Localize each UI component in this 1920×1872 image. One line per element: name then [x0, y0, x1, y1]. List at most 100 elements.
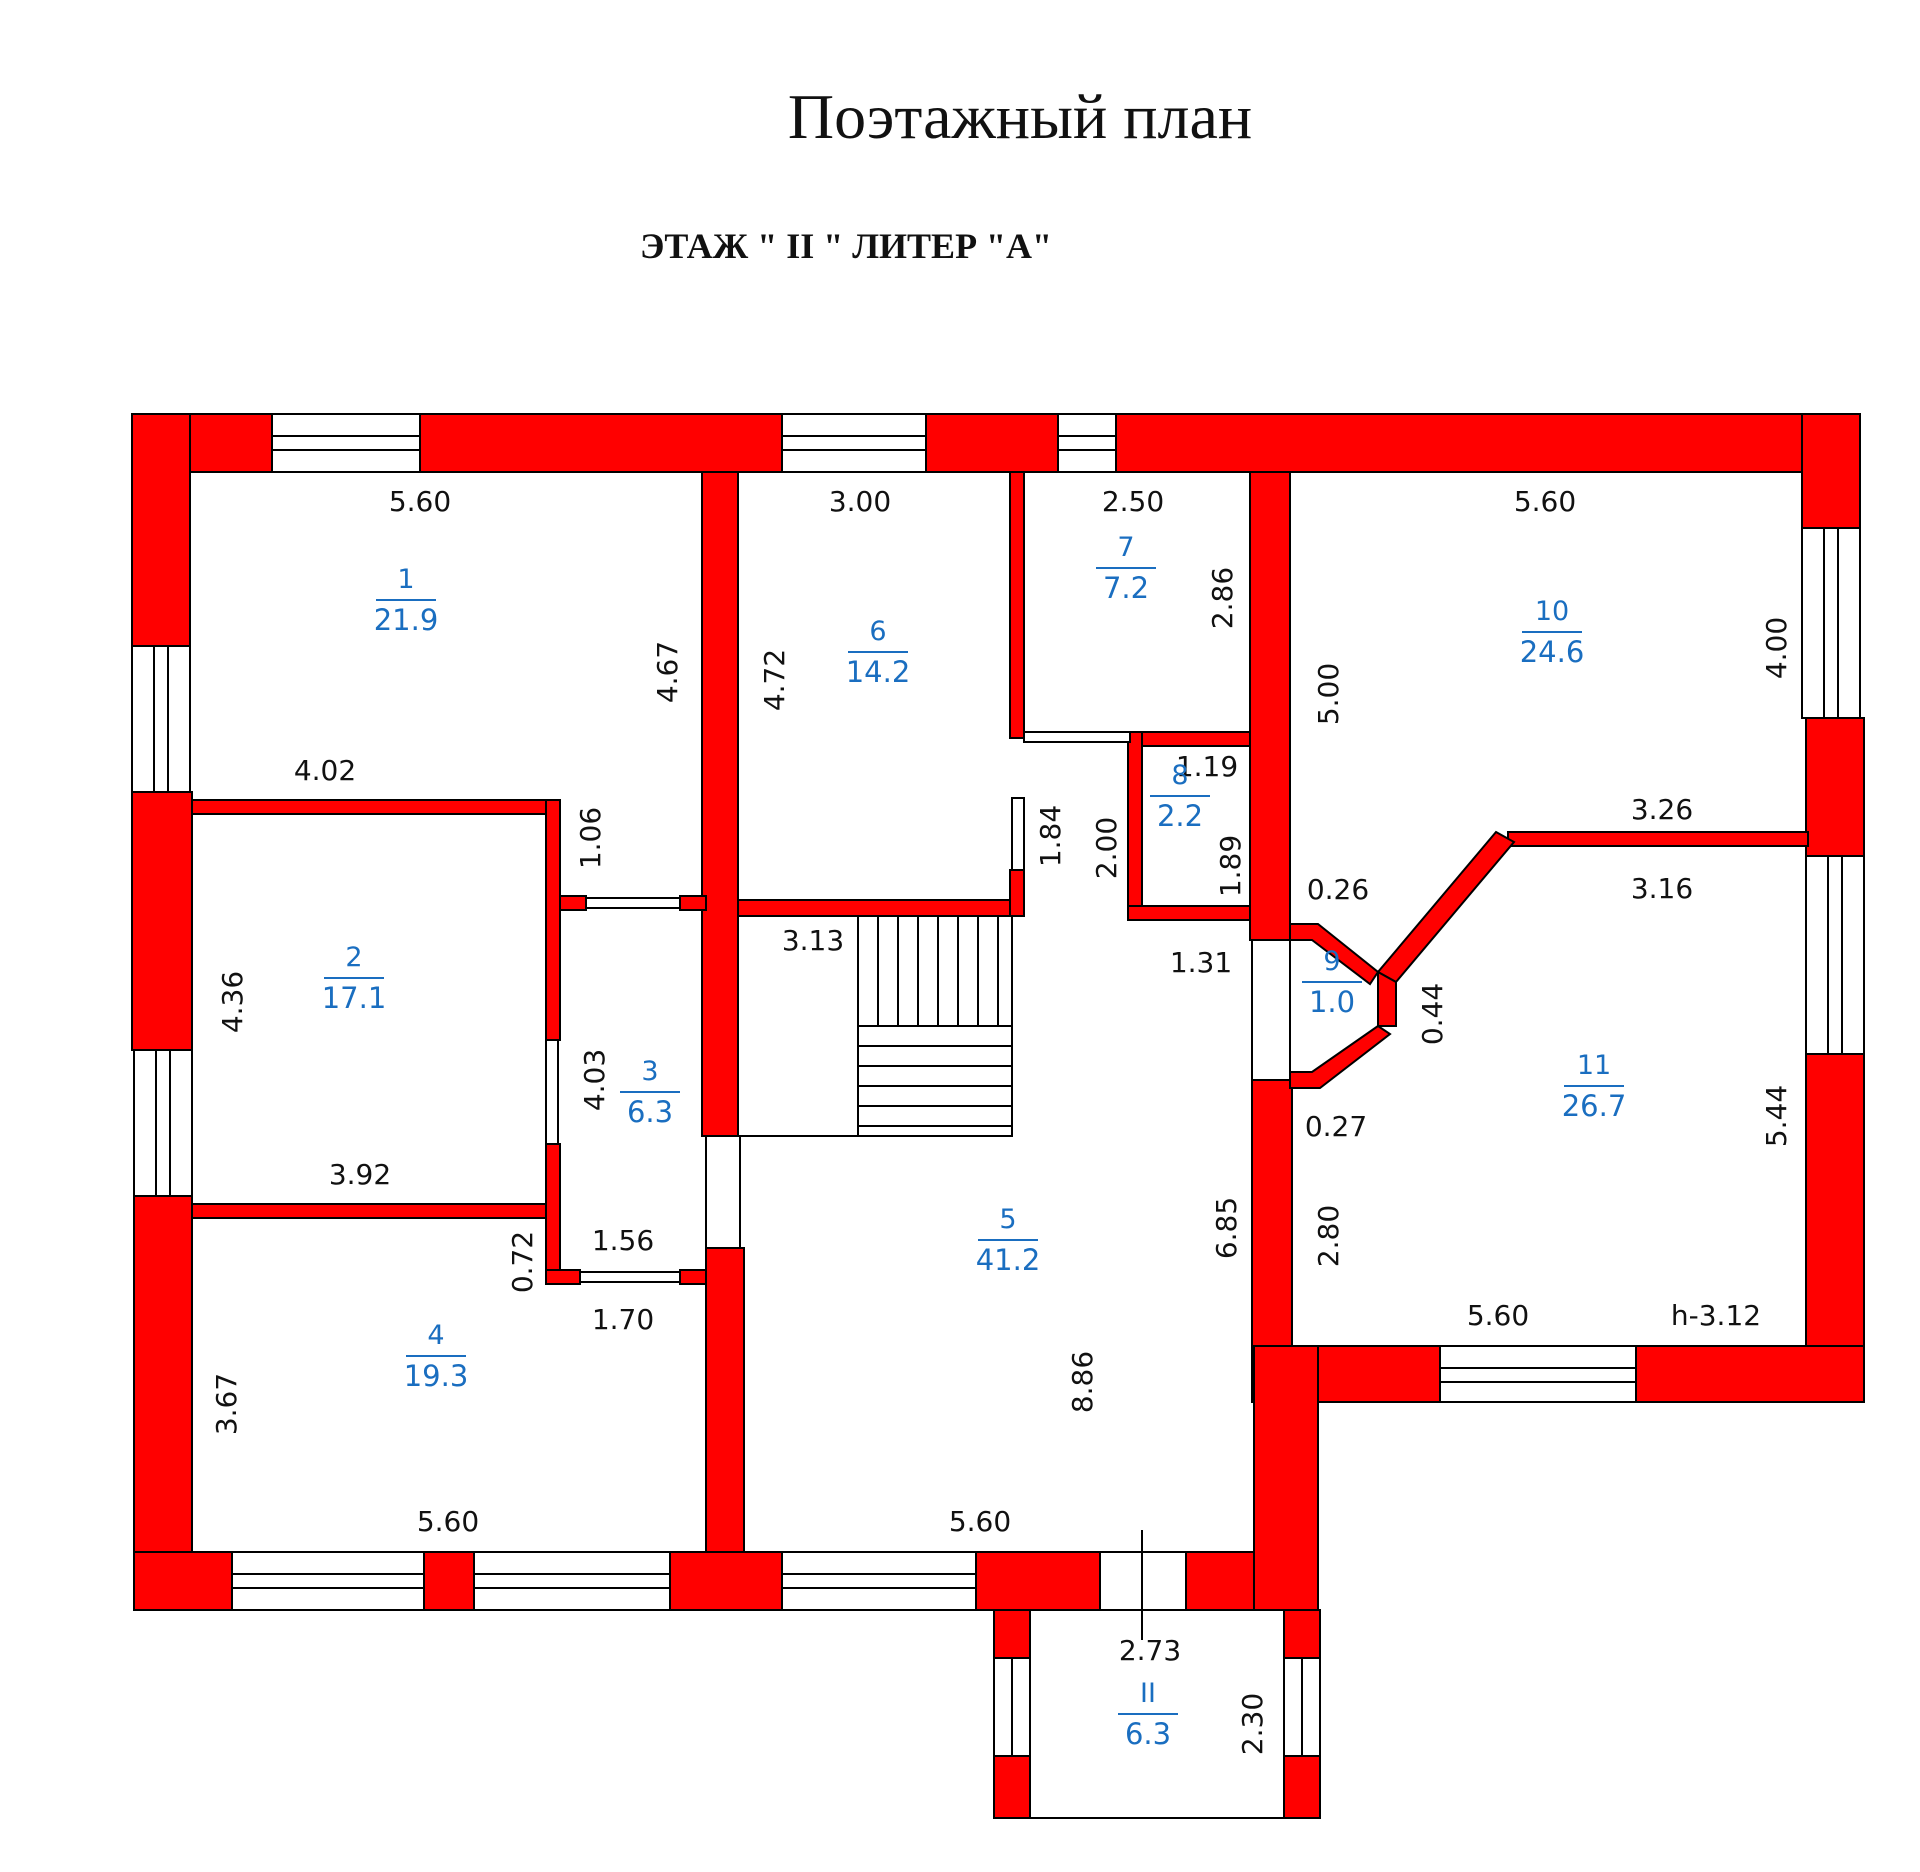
room-label-8: 82.2 — [1150, 760, 1210, 833]
room-number: 2 — [345, 942, 362, 973]
room-area: 7.2 — [1103, 571, 1149, 605]
room-number: 10 — [1535, 596, 1569, 627]
wall-south-2 — [423, 1551, 475, 1611]
door-corr-lower — [579, 1271, 681, 1283]
dim-r10-bottom: 3.26 — [1631, 793, 1693, 826]
wall-int-room6-right — [1009, 471, 1025, 739]
dim-balcony-width: 2.73 — [1119, 1634, 1181, 1667]
window-n3 — [1057, 413, 1117, 473]
wall-balcony-right-bottom — [1283, 1755, 1321, 1819]
wall-int-room8-top — [1129, 731, 1251, 747]
room-label-4: 419.3 — [404, 1320, 469, 1393]
dim-r9-bottom: 0.27 — [1305, 1110, 1367, 1143]
dim-r3-width: 1.56 — [592, 1224, 654, 1257]
room-number: 9 — [1323, 946, 1340, 977]
balcony-outline — [1029, 1609, 1285, 1819]
window-e1 — [1801, 527, 1861, 719]
wall-int-diagonal — [1376, 830, 1516, 984]
wall-east-1 — [1801, 413, 1861, 529]
window-s1 — [231, 1551, 425, 1611]
room-number: 8 — [1171, 760, 1188, 791]
wall-int-b-upper — [1249, 471, 1291, 941]
window-se — [1439, 1345, 1637, 1403]
dim-r5-bottom: 5.60 — [949, 1505, 1011, 1538]
room-label-3: 36.3 — [620, 1056, 680, 1129]
dim-r9-top: 0.26 — [1307, 873, 1369, 906]
room-area: 6.3 — [627, 1095, 673, 1129]
wall-west-2 — [131, 791, 193, 1051]
wall-balcony-left-bottom — [993, 1755, 1031, 1819]
dim-r3-height: 4.03 — [578, 1049, 611, 1111]
wall-int-a-lower — [705, 1247, 745, 1553]
plan-title: Поэтажный план — [787, 81, 1253, 152]
dim-r10-left: 5.00 — [1312, 663, 1345, 725]
wall-int-room6-bottom — [737, 899, 1023, 917]
room-number: 3 — [641, 1056, 658, 1087]
wall-balcony-right-top — [1283, 1609, 1321, 1659]
dim-r2-bottom: 3.92 — [329, 1158, 391, 1191]
dim-r8-bottom: 1.31 — [1170, 946, 1232, 979]
wall-int-corr-upper — [559, 895, 587, 911]
dim-corridor-lower: 0.72 — [506, 1231, 539, 1293]
door-room6-right — [1011, 797, 1025, 871]
dim-r5-right: 6.85 — [1210, 1197, 1243, 1259]
wall-se-1 — [1635, 1345, 1865, 1403]
door-room7-bottom — [1023, 731, 1131, 743]
room-label-10: 10 24.6 — [1520, 596, 1585, 669]
dim-r1-top: 5.60 — [389, 485, 451, 518]
window-e2 — [1805, 855, 1865, 1055]
room-label-7: 77.2 — [1096, 532, 1156, 605]
wall-int-corr-upper-b — [679, 895, 707, 911]
window-w1 — [131, 645, 191, 793]
room-area: 21.9 — [374, 603, 439, 637]
dim-r10-top: 5.60 — [1514, 485, 1576, 518]
dim-r7-top: 2.50 — [1102, 485, 1164, 518]
room-area: 41.2 — [976, 1243, 1041, 1277]
dim-passage: 1.84 — [1034, 805, 1067, 867]
room-number: 1 — [397, 564, 414, 595]
room-number: 11 — [1577, 1050, 1611, 1081]
dim-r8-top: 1.19 — [1176, 750, 1238, 783]
wall-int-room9-bottom — [1289, 1024, 1392, 1089]
room-number: II — [1140, 1678, 1156, 1709]
dim-balcony-depth: 2.30 — [1236, 1693, 1269, 1755]
wall-south-1 — [133, 1551, 233, 1611]
room-area: 26.7 — [1562, 1089, 1627, 1123]
walls — [131, 413, 1865, 1819]
wall-west-3 — [133, 1195, 193, 1611]
room-area: 17.1 — [322, 981, 387, 1015]
wall-int-room1-2 — [191, 799, 549, 815]
dim-r11-right: 5.44 — [1760, 1085, 1793, 1147]
dim-r6-left: 4.72 — [758, 649, 791, 711]
dim-r3-bottom: 1.70 — [592, 1303, 654, 1336]
stairs — [737, 915, 1013, 1137]
room-number: 6 — [869, 616, 886, 647]
room-labels: 121.9217.136.3419.3541.2614.277.282.291.… — [322, 532, 1627, 1751]
room-area: 2.2 — [1157, 799, 1203, 833]
room-number: 5 — [999, 1204, 1016, 1235]
wall-int-a-upper — [701, 471, 739, 1137]
dim-r2-left: 4.36 — [216, 971, 249, 1033]
dim-stair: 3.13 — [782, 924, 844, 957]
room-label-5: 541.2 — [976, 1204, 1041, 1277]
wall-east-3 — [1805, 1053, 1865, 1403]
wall-se-3 — [1253, 1345, 1319, 1611]
wall-int-room3-lower — [545, 1143, 561, 1285]
room-label-ii: II6.3 — [1118, 1678, 1178, 1751]
dim-r10-right: 4.00 — [1760, 617, 1793, 679]
room-label-1: 121.9 — [374, 564, 439, 637]
dim-r11-left: 2.80 — [1312, 1205, 1345, 1267]
wall-int-room3-sill — [545, 1269, 581, 1285]
room-area: 24.6 — [1520, 635, 1585, 669]
dim-corridor-upper: 1.06 — [574, 807, 607, 869]
door-room3-left — [545, 1039, 559, 1145]
room-number: 7 — [1117, 532, 1134, 563]
dimension-labels: 5.60 4.67 4.02 1.06 4.36 3.92 4.03 1.56 … — [210, 485, 1793, 1755]
room-label-11: 11 26.7 — [1562, 1050, 1627, 1123]
wall-north-2 — [419, 413, 783, 473]
dim-r8-left: 2.00 — [1090, 817, 1123, 879]
door-room5-west — [705, 1135, 741, 1249]
wall-north-4 — [1115, 413, 1861, 473]
window-s3 — [781, 1551, 977, 1611]
